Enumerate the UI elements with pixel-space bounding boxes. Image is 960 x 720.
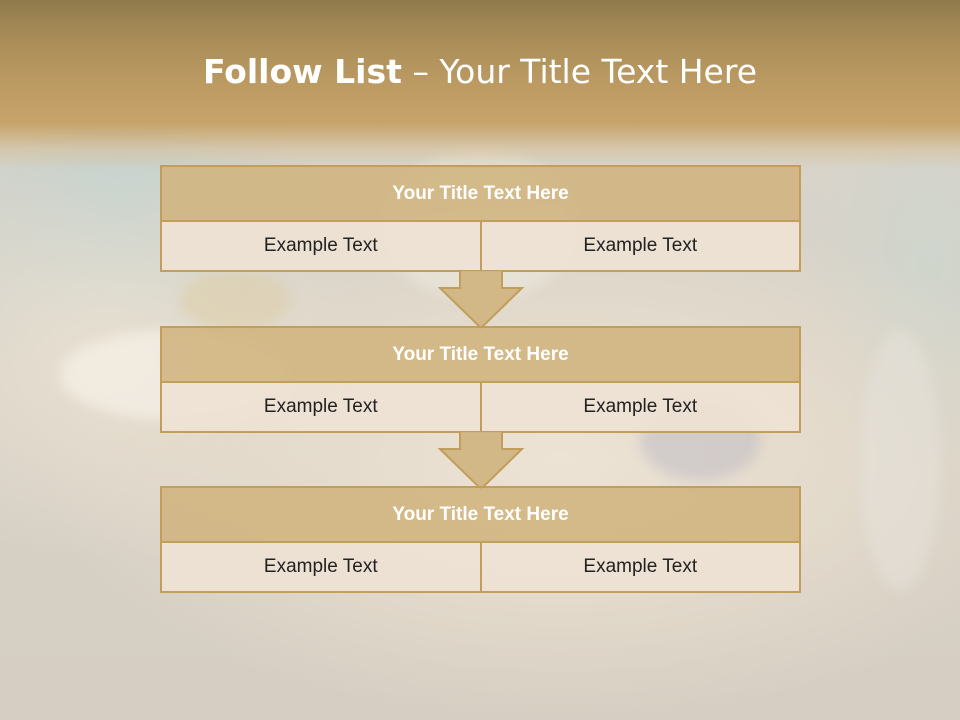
slide-title-bold: Follow List — [202, 52, 402, 91]
block-cell-left[interactable]: Example Text — [160, 383, 482, 433]
block-cell-left[interactable]: Example Text — [160, 222, 482, 272]
list-block-1: Your Title Text Here Example Text Exampl… — [160, 165, 801, 272]
slide-title: Follow List – Your Title Text Here — [0, 52, 960, 91]
slide-title-rest: – Your Title Text Here — [412, 52, 758, 91]
header-band — [0, 0, 960, 170]
block-title[interactable]: Your Title Text Here — [160, 165, 801, 222]
block-cell-right[interactable]: Example Text — [481, 383, 801, 433]
list-block-3: Your Title Text Here Example Text Exampl… — [160, 486, 801, 593]
block-title[interactable]: Your Title Text Here — [160, 486, 801, 543]
list-block-2: Your Title Text Here Example Text Exampl… — [160, 326, 801, 433]
block-row: Example Text Example Text — [160, 383, 801, 433]
block-title[interactable]: Your Title Text Here — [160, 326, 801, 383]
glass-right-shape — [860, 330, 940, 590]
down-arrow-icon — [438, 270, 524, 330]
block-cell-right[interactable]: Example Text — [481, 543, 801, 593]
down-arrow-icon — [438, 431, 524, 491]
block-row: Example Text Example Text — [160, 222, 801, 272]
napkin-shape — [180, 270, 290, 330]
block-cell-left[interactable]: Example Text — [160, 543, 482, 593]
block-row: Example Text Example Text — [160, 543, 801, 593]
block-cell-right[interactable]: Example Text — [481, 222, 801, 272]
